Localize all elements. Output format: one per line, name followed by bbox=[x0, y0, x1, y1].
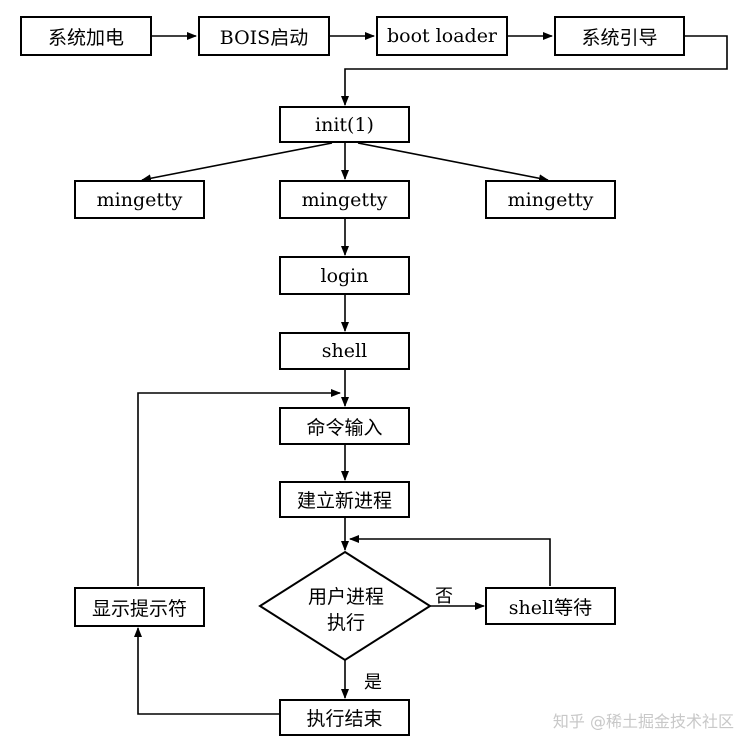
watermark: 知乎 @稀土掘金技术社区 bbox=[552, 712, 734, 731]
arrow-wait-back bbox=[349, 535, 551, 586]
node-mingetty-right: mingetty bbox=[485, 180, 616, 219]
arrow-end-prompt bbox=[134, 627, 279, 715]
node-bios: BOIS启动 bbox=[198, 16, 330, 56]
decision-label-line1: 用户进程 bbox=[307, 586, 384, 608]
decision-label-line2: 执行 bbox=[326, 612, 365, 634]
node-login: login bbox=[279, 256, 410, 295]
arrow-sysboot-init bbox=[341, 35, 728, 106]
node-power-on: 系统加电 bbox=[20, 16, 152, 56]
node-new-process: 建立新进程 bbox=[279, 481, 410, 518]
edge-label-no: 否 bbox=[435, 586, 453, 607]
decision-diamond bbox=[258, 550, 432, 662]
node-cmd-input: 命令输入 bbox=[279, 407, 410, 445]
arrow-prompt-cmd bbox=[137, 389, 341, 586]
node-show-prompt: 显示提示符 bbox=[74, 587, 205, 627]
node-exec-end: 执行结束 bbox=[279, 699, 410, 736]
node-mingetty-left: mingetty bbox=[74, 180, 205, 219]
arrow-init-mingetty-right bbox=[357, 142, 549, 183]
node-sys-boot: 系统引导 bbox=[554, 16, 685, 56]
node-shell-wait: shell等待 bbox=[485, 587, 616, 625]
node-boot-loader: boot loader bbox=[376, 16, 508, 56]
node-init: init(1) bbox=[279, 106, 410, 143]
node-shell: shell bbox=[279, 332, 410, 370]
node-mingetty-mid: mingetty bbox=[279, 180, 410, 219]
edge-label-yes: 是 bbox=[364, 672, 382, 693]
arrow-init-mingetty-left bbox=[141, 142, 333, 183]
decision-label: 用户进程 执行 bbox=[286, 584, 406, 636]
